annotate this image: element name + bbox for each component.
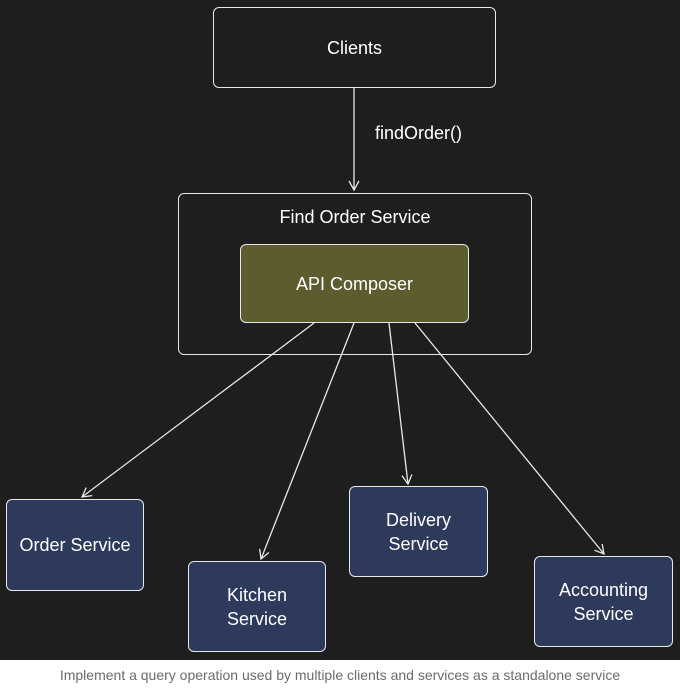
figure-caption: Implement a query operation used by mult…	[0, 660, 680, 690]
api-composer-label: API Composer	[295, 273, 414, 294]
delivery-service-node: Delivery Service	[349, 486, 488, 577]
arrow-composer-to-order-service	[80, 322, 315, 498]
arrow-composer-to-delivery-service	[388, 322, 413, 486]
diagram-connectors	[80, 88, 605, 561]
diagram-canvas: Clients findOrder() Find Order Service A…	[0, 0, 680, 660]
clients-node: Clients	[213, 7, 496, 88]
kitchen-service-label: Kitchen Service	[226, 584, 288, 629]
accounting-service-node: Accounting Service	[534, 556, 673, 647]
clients-label: Clients	[326, 37, 383, 58]
arrow-composer-to-kitchen-service	[259, 322, 355, 561]
accounting-service-label: Accounting Service	[558, 579, 649, 624]
order-service-label: Order Service	[19, 535, 131, 555]
arrow-composer-to-accounting-service	[414, 322, 605, 556]
find-order-service-container	[178, 193, 532, 355]
kitchen-service-node: Kitchen Service	[188, 561, 326, 652]
delivery-service-label: Delivery Service	[385, 509, 451, 554]
find-order-service-label: Find Order Service	[279, 207, 431, 227]
find-order-call-label: findOrder()	[375, 123, 463, 143]
order-service-node: Order Service	[6, 499, 144, 591]
api-composer-node: API Composer	[240, 244, 469, 323]
